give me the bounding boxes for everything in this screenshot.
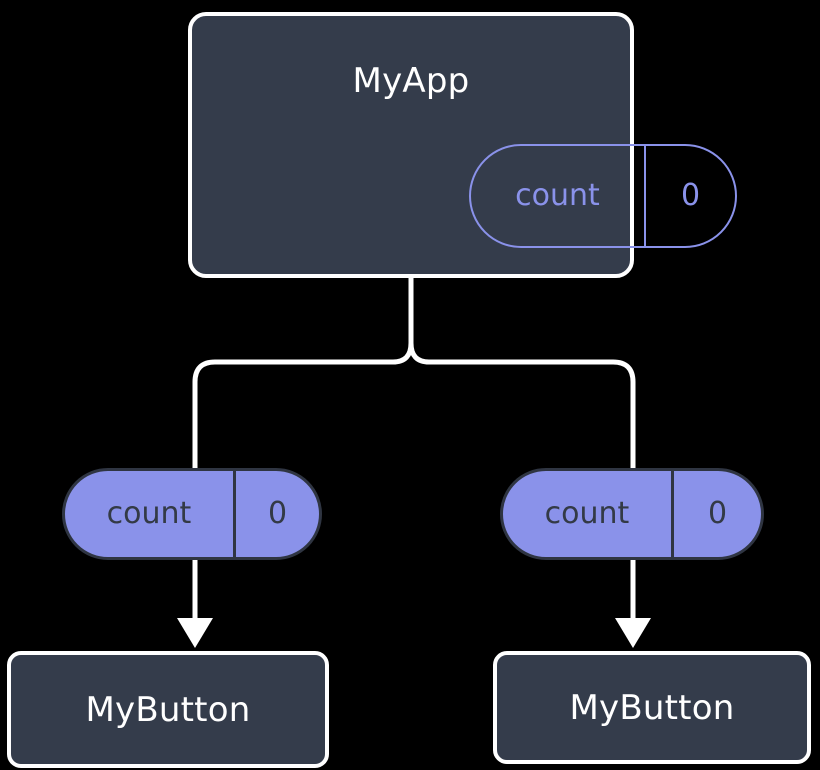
prop-pill-count-left[interactable]: count 0 bbox=[62, 468, 322, 560]
component-node-mybutton-right[interactable]: MyButton bbox=[493, 651, 811, 764]
component-title: MyButton bbox=[85, 689, 251, 730]
state-pill-count[interactable]: count 0 bbox=[469, 144, 737, 248]
prop-value-label: 0 bbox=[707, 496, 728, 531]
state-value-label: 0 bbox=[680, 178, 701, 213]
prop-value-label: 0 bbox=[267, 496, 288, 531]
prop-key-label: count bbox=[65, 471, 236, 557]
edge-myapp-to-child-left bbox=[192, 342, 414, 468]
state-key-label: count bbox=[471, 146, 646, 246]
prop-pill-count-right[interactable]: count 0 bbox=[500, 468, 764, 560]
arrowhead-left bbox=[177, 618, 213, 648]
prop-key-label: count bbox=[503, 471, 674, 557]
component-title: MyButton bbox=[569, 687, 735, 728]
arrowhead-right bbox=[615, 618, 651, 648]
component-node-mybutton-left[interactable]: MyButton bbox=[7, 651, 329, 768]
component-title: MyApp bbox=[352, 61, 470, 101]
component-node-myapp[interactable]: MyApp count 0 bbox=[188, 12, 737, 278]
edge-myapp-to-children bbox=[408, 278, 636, 468]
